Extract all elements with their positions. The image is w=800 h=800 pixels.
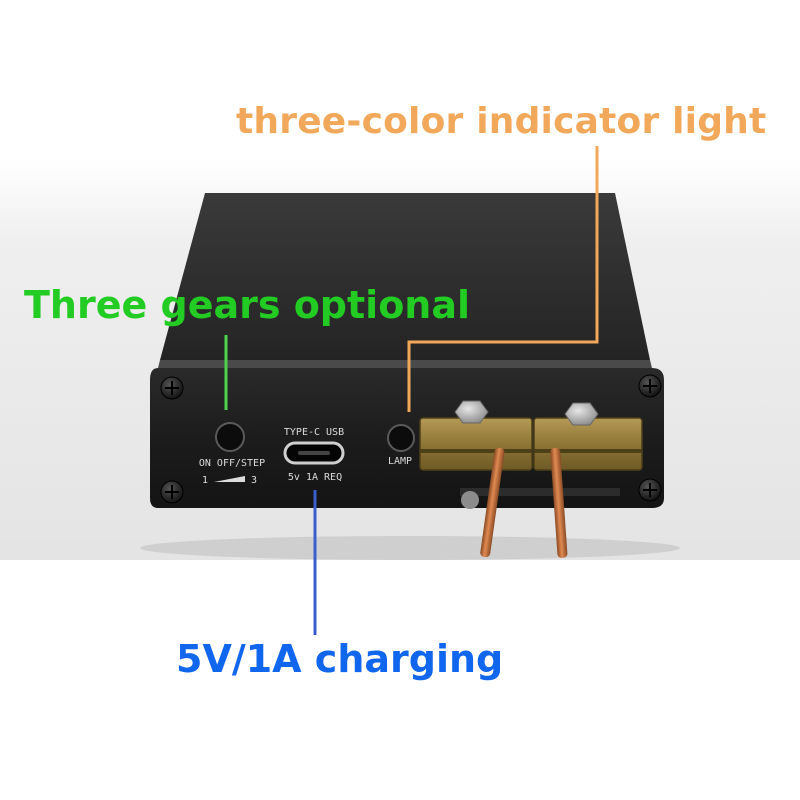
type-c-label: TYPE-C USB (284, 427, 344, 438)
device: ON OFF/STEP 1 3 TYPE-C USB 5v 1A REQ LAM… (150, 193, 664, 558)
indicator-lamp (387, 424, 415, 452)
indicator-light-callout: three-color indicator light (236, 101, 767, 142)
terminal-bolt-left (461, 491, 479, 509)
gears-callout: Three gears optional (24, 283, 471, 327)
screw-bottom-left (160, 480, 184, 504)
obscured-print (460, 488, 620, 496)
step-3-label: 3 (251, 475, 257, 486)
indicator-callout-line (407, 146, 599, 412)
device-top-edge (158, 360, 652, 368)
welding-terminal-right (533, 402, 643, 558)
step-1-label: 1 (202, 475, 208, 486)
terminal-nut-left (454, 400, 489, 424)
copper-electrode-left (480, 447, 505, 558)
power-requirement-label: 5v 1A REQ (288, 472, 342, 483)
on-off-step-button (215, 422, 245, 452)
screw-top-left (160, 376, 184, 400)
device-top-surface (160, 193, 650, 360)
type-c-port-tongue (298, 451, 330, 455)
copper-electrode-right (550, 447, 568, 558)
charging-callout: 5V/1A charging (176, 637, 504, 681)
welding-terminal-left (419, 400, 533, 558)
lamp-label: LAMP (388, 456, 412, 467)
device-shadow (140, 536, 680, 560)
step-ramp-glyph (214, 476, 245, 482)
screw-top-right (638, 374, 662, 398)
terminal-nut-right (564, 402, 599, 426)
on-off-step-label: ON OFF/STEP (199, 458, 265, 469)
screw-bottom-right (638, 478, 662, 502)
